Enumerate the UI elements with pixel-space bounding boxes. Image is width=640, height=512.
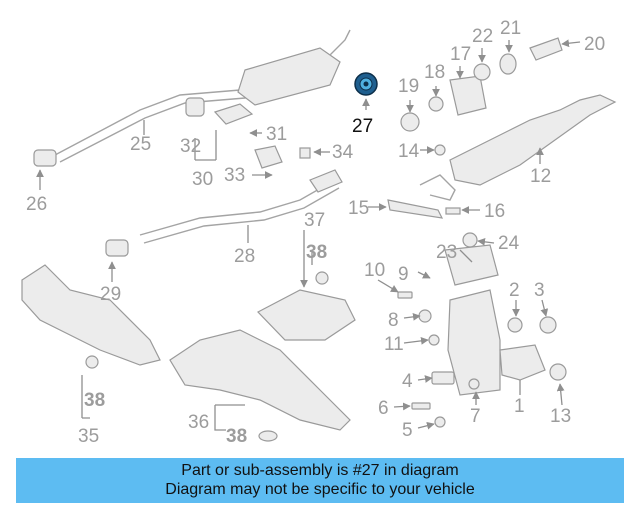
callout-25[interactable]: 25 xyxy=(130,134,151,155)
callout-29[interactable]: 29 xyxy=(100,284,121,305)
callout-10[interactable]: 10 xyxy=(364,260,385,281)
info-banner: Part or sub-assembly is #27 in diagram D… xyxy=(16,458,624,503)
banner-line-2: Diagram may not be specific to your vehi… xyxy=(165,481,475,498)
callout-33[interactable]: 33 xyxy=(224,165,245,186)
clamp-26-drawing xyxy=(33,149,57,167)
callout-21[interactable]: 21 xyxy=(500,18,521,39)
callout-4[interactable]: 4 xyxy=(402,371,413,392)
callout-37[interactable]: 37 xyxy=(304,210,325,231)
callout-13[interactable]: 13 xyxy=(550,406,571,427)
callout-7[interactable]: 7 xyxy=(470,406,481,427)
callout-2[interactable]: 2 xyxy=(509,280,520,301)
callout-36[interactable]: 36 xyxy=(188,412,209,433)
hanger-bracket-drawing xyxy=(185,97,311,169)
callout-9[interactable]: 9 xyxy=(398,264,409,285)
callout-11[interactable]: 11 xyxy=(384,334,404,355)
callout-23[interactable]: 23 xyxy=(436,242,457,263)
callout-38-a[interactable]: 38 xyxy=(306,242,327,263)
particulate-filter-drawing xyxy=(444,244,546,396)
callout-1[interactable]: 1 xyxy=(514,396,525,417)
callout-18[interactable]: 18 xyxy=(424,62,445,83)
callout-12[interactable]: 12 xyxy=(530,166,551,187)
callout-17[interactable]: 17 xyxy=(450,44,471,65)
exhaust-parts-diagram: 27 25 26 32 31 30 33 34 28 29 37 38 38 3… xyxy=(21,18,617,447)
callout-14[interactable]: 14 xyxy=(398,141,420,162)
callout-8[interactable]: 8 xyxy=(388,310,399,331)
callout-26[interactable]: 26 xyxy=(26,194,47,215)
callout-3[interactable]: 3 xyxy=(534,280,545,301)
callout-28[interactable]: 28 xyxy=(234,246,255,267)
muffler-drawing xyxy=(237,29,351,106)
banner-line-1: Part or sub-assembly is #27 in diagram xyxy=(181,462,459,479)
callout-6[interactable]: 6 xyxy=(378,398,389,419)
callout-24[interactable]: 24 xyxy=(498,233,520,254)
callout-30[interactable]: 30 xyxy=(192,169,213,190)
callout-35[interactable]: 35 xyxy=(78,426,99,447)
leader-lines xyxy=(36,39,581,431)
callout-15[interactable]: 15 xyxy=(348,198,369,219)
clamp-29-drawing xyxy=(105,239,129,257)
callout-20[interactable]: 20 xyxy=(584,34,605,55)
callout-38-c[interactable]: 38 xyxy=(226,426,247,447)
callout-31[interactable]: 31 xyxy=(266,124,287,145)
callout-34[interactable]: 34 xyxy=(332,142,354,163)
hardware-drawing xyxy=(85,37,567,442)
callout-38-b[interactable]: 38 xyxy=(84,390,105,411)
heat-shield-center-drawing xyxy=(169,329,351,431)
catalytic-converter-drawing xyxy=(419,94,617,201)
callout-5[interactable]: 5 xyxy=(402,420,413,441)
callout-22[interactable]: 22 xyxy=(472,26,493,47)
callout-32[interactable]: 32 xyxy=(180,136,201,157)
heat-shield-rear-drawing xyxy=(257,289,356,341)
callout-19[interactable]: 19 xyxy=(398,76,419,97)
heat-shield-front-drawing xyxy=(21,264,161,366)
callout-27[interactable]: 27 xyxy=(352,116,373,137)
highlighted-part-27[interactable] xyxy=(354,72,378,96)
callout-16[interactable]: 16 xyxy=(484,201,505,222)
rear-pipe-drawing xyxy=(139,169,343,244)
callout-labels: 27 25 26 32 31 30 33 34 28 29 37 38 38 3… xyxy=(26,18,605,447)
